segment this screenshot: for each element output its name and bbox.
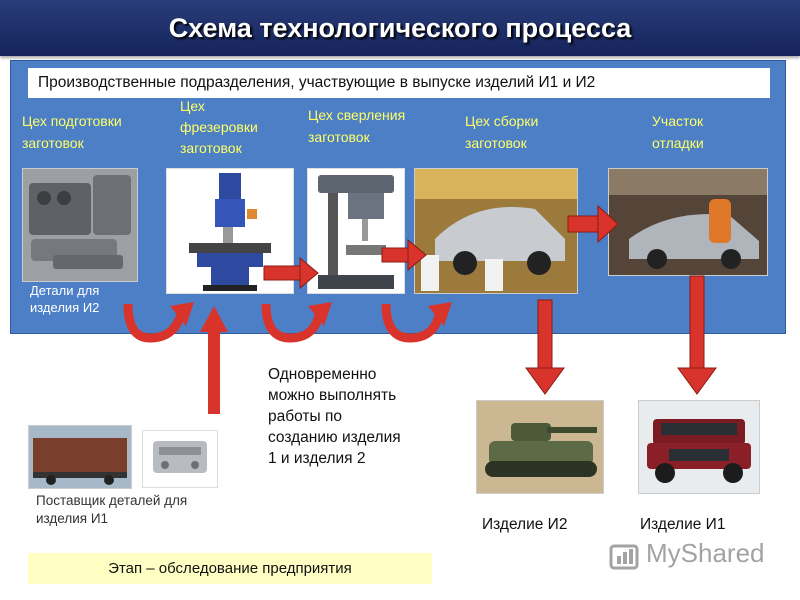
title-bar bbox=[0, 0, 800, 56]
product-i2-label: Изделие И2 bbox=[482, 516, 568, 533]
arrow-drilling-to-assembly bbox=[381, 238, 427, 272]
arrow-assembly-to-debugging bbox=[567, 204, 619, 244]
suv-photo bbox=[638, 400, 760, 494]
u-turn-arrow-2 bbox=[261, 302, 332, 343]
product-i1-label: Изделие И1 bbox=[640, 516, 726, 533]
supplier-part-photo bbox=[142, 430, 218, 488]
shop-label-drilling: Цех сверления заготовок bbox=[308, 106, 405, 146]
supplier-part-illustration bbox=[153, 441, 207, 473]
shop-label-line: Цех подготовки bbox=[22, 113, 122, 129]
supplier-label: Поставщик деталей для изделия И1 bbox=[36, 492, 187, 528]
shop-label-line: заготовок bbox=[22, 135, 84, 151]
parts-label-line: изделия И2 bbox=[30, 300, 100, 315]
u-turn-arrow-1 bbox=[123, 302, 194, 343]
panel-header: Производственные подразделения, участвую… bbox=[38, 74, 596, 91]
tank-illustration bbox=[477, 401, 603, 493]
watermark: MyShared bbox=[646, 538, 765, 568]
stage-box bbox=[28, 553, 432, 584]
shop-label-line: Цех сборки bbox=[465, 113, 539, 129]
shop-label-line: заготовок bbox=[180, 140, 242, 156]
page-title: Схема технологического процесса bbox=[168, 13, 632, 43]
milling-machine-illustration bbox=[189, 173, 271, 291]
arrow-to-product-i2 bbox=[525, 299, 565, 395]
tank-photo bbox=[476, 400, 604, 494]
parts-label: Детали для изделия И2 bbox=[30, 282, 99, 316]
shop-label-line: Участок bbox=[652, 113, 704, 129]
engine-block-photo bbox=[22, 168, 138, 282]
note-line: можно выполнять bbox=[268, 387, 397, 404]
note-line: Одновременно bbox=[268, 366, 377, 383]
simultaneous-note: Одновременно можно выполнять работы по с… bbox=[268, 364, 401, 469]
shop-label-line: отладки bbox=[652, 135, 704, 151]
arrow-supplier-up bbox=[200, 306, 228, 414]
shop-label-milling: Цех фрезеровки заготовок bbox=[180, 97, 258, 157]
shop-label-line: Цех сверления bbox=[308, 107, 406, 123]
panel-header-box bbox=[28, 68, 770, 98]
arrow-to-product-i1 bbox=[677, 275, 717, 395]
stage-label: Этап – обследование предприятия bbox=[108, 560, 352, 577]
shop-label-line: фрезеровки bbox=[180, 119, 258, 135]
arrow-milling-to-drilling bbox=[263, 256, 319, 290]
drilling-machine-photo bbox=[307, 168, 405, 294]
shop-label-line: заготовок bbox=[308, 129, 370, 145]
shop-label-line: Цех bbox=[180, 98, 205, 114]
suv-illustration bbox=[639, 401, 759, 493]
note-line: созданию изделия bbox=[268, 429, 401, 446]
parts-label-line: Детали для bbox=[30, 283, 100, 298]
note-line: 1 и изделия 2 bbox=[268, 450, 366, 467]
assembly-line-photo bbox=[414, 168, 578, 294]
shop-label-line: заготовок bbox=[465, 135, 527, 151]
debugging-area-illustration bbox=[609, 169, 767, 275]
myshared-logo-icon bbox=[609, 544, 639, 570]
drilling-machine-illustration bbox=[318, 175, 394, 289]
note-line: работы по bbox=[268, 408, 342, 425]
assembly-line-illustration bbox=[415, 169, 577, 293]
engine-block-illustration bbox=[23, 169, 137, 281]
supplier-label-line: изделия И1 bbox=[36, 511, 109, 526]
shop-label-debug: Участок отладки bbox=[652, 112, 704, 152]
rail-wagon-illustration bbox=[29, 426, 131, 488]
shop-label-preparation: Цех подготовки заготовок bbox=[22, 112, 122, 152]
debugging-area-photo bbox=[608, 168, 768, 276]
rail-wagon-photo bbox=[28, 425, 132, 489]
shop-label-assembly: Цех сборки заготовок bbox=[465, 112, 538, 152]
u-turn-arrow-3 bbox=[381, 302, 452, 343]
supplier-label-line: Поставщик деталей для bbox=[36, 493, 188, 508]
